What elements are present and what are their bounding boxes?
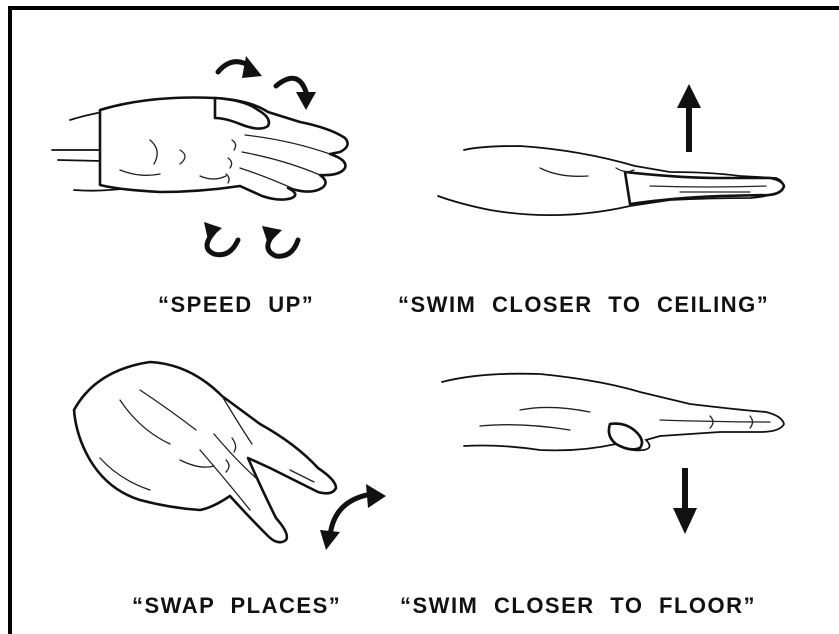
caption-speed-up: “SPEED UP” bbox=[158, 292, 314, 318]
speed-up-hand-illustration bbox=[0, 0, 420, 290]
signal-swim-closer-to-ceiling: “SWIM CLOSER TO CEILING” bbox=[420, 0, 839, 340]
caption-swap-places: “SWAP PLACES” bbox=[132, 593, 341, 619]
rotate-arrow-icon bbox=[204, 222, 238, 255]
caption-swim-closer-to-ceiling: “SWIM CLOSER TO CEILING” bbox=[398, 292, 769, 318]
signal-swim-closer-to-floor: “SWIM CLOSER TO FLOOR” bbox=[420, 340, 839, 628]
ceiling-hand-illustration bbox=[420, 0, 839, 290]
rotate-arrow-icon bbox=[262, 226, 298, 256]
signal-swap-places: “SWAP PLACES” bbox=[0, 340, 420, 628]
caption-swim-closer-to-floor: “SWIM CLOSER TO FLOOR” bbox=[400, 593, 756, 619]
swap-places-hand-illustration bbox=[0, 340, 420, 590]
signal-speed-up: “SPEED UP” bbox=[0, 0, 420, 340]
rotate-arrow-icon bbox=[276, 78, 316, 110]
rotate-arrow-icon bbox=[218, 56, 262, 78]
down-arrow-icon bbox=[673, 468, 697, 534]
floor-hand-illustration bbox=[420, 340, 839, 590]
up-arrow-icon bbox=[677, 84, 701, 152]
